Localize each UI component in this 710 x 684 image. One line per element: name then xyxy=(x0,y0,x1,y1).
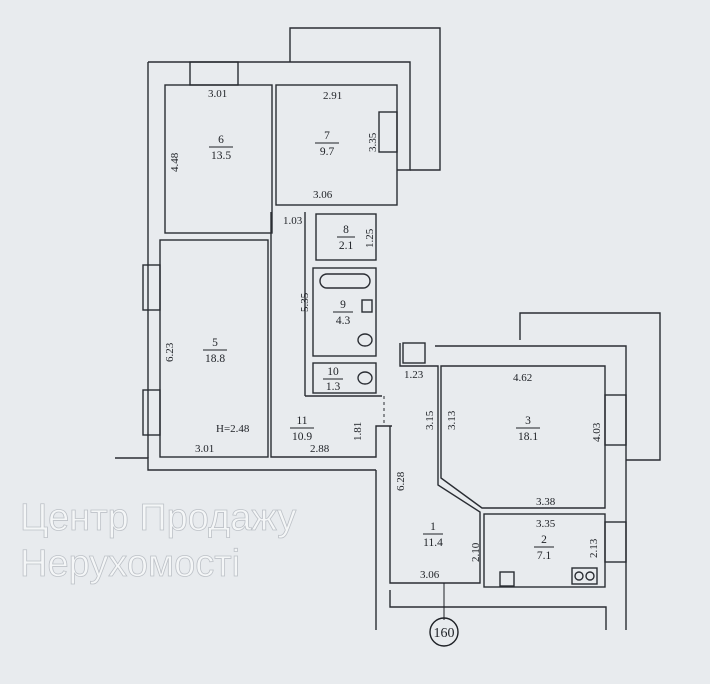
dimension: 3.06 xyxy=(313,189,333,201)
dimension: 3.35 xyxy=(536,518,556,530)
dimension: 2.13 xyxy=(588,538,600,558)
room-10 xyxy=(312,362,377,394)
dimension: 3.35 xyxy=(367,132,379,152)
room-3 xyxy=(440,365,606,509)
room-1 xyxy=(389,343,481,584)
dimension: 3.38 xyxy=(536,496,556,508)
dimension: 6.28 xyxy=(395,471,407,491)
bathtub-icon xyxy=(319,273,371,289)
room-6-number: 6 xyxy=(218,134,224,146)
dimension: 3.01 xyxy=(195,443,214,455)
room-2-number: 2 xyxy=(541,534,547,546)
room-1-number: 1 xyxy=(430,521,436,533)
room-8 xyxy=(315,213,377,261)
dimension: 2.88 xyxy=(310,443,330,455)
room-11-area: 10.9 xyxy=(292,431,312,443)
room-5 xyxy=(159,239,269,458)
sink-icon xyxy=(499,571,515,587)
room-8-area: 2.1 xyxy=(339,240,354,252)
room-9-area: 4.3 xyxy=(336,315,351,327)
room-1-area: 11.4 xyxy=(423,537,443,549)
room-5-area: 18.8 xyxy=(205,353,225,365)
dimension: 3.01 xyxy=(208,88,227,100)
dimension: 1.25 xyxy=(364,228,376,248)
room-7-area: 9.7 xyxy=(320,146,335,158)
room-6-area: 13.5 xyxy=(211,150,231,162)
dimension: 4.48 xyxy=(169,152,181,172)
dimension: 5.35 xyxy=(299,292,311,312)
dimension: 4.62 xyxy=(513,372,532,384)
dimension: 3.15 xyxy=(424,410,436,430)
dimension-labels: 3.01 2.91 4.48 3.35 3.06 1.03 1.25 5.35 … xyxy=(164,88,603,581)
room-8-number: 8 xyxy=(343,224,349,236)
dimension: 6.23 xyxy=(164,342,176,362)
building-number: 160 xyxy=(434,626,455,641)
dimension: 2.91 xyxy=(323,90,342,102)
room-11 xyxy=(270,212,392,458)
room-10-number: 10 xyxy=(327,366,339,378)
room-9 xyxy=(312,267,377,357)
dimension: 1.23 xyxy=(404,369,424,381)
room-11-number: 11 xyxy=(296,415,307,427)
walls xyxy=(115,27,661,630)
dimension: 2.10 xyxy=(470,542,482,562)
watermark: Центр Продажу Нерухомості xyxy=(20,497,297,586)
room-7-number: 7 xyxy=(324,130,330,142)
dimension: 1.81 xyxy=(352,422,364,441)
building-marker: 160 xyxy=(429,583,459,647)
room-2-area: 7.1 xyxy=(537,550,552,562)
dimension: 4.03 xyxy=(591,422,603,442)
ceiling-height: H=2.48 xyxy=(216,423,250,435)
sink-icon xyxy=(361,299,373,313)
room-labels: 1 11.4 2 7.1 3 18.1 5 18.8 6 13.5 7 9.7 … xyxy=(203,130,554,562)
dimension: 3.06 xyxy=(420,569,440,581)
room-9-number: 9 xyxy=(340,299,346,311)
stove-icon xyxy=(571,567,598,585)
toilet-icon xyxy=(357,371,373,385)
dimension: 1.03 xyxy=(283,215,303,227)
room-5-number: 5 xyxy=(212,337,218,349)
room-3-area: 18.1 xyxy=(518,431,538,443)
room-3-number: 3 xyxy=(525,415,531,427)
toilet-icon xyxy=(357,333,373,347)
dimension: 3.13 xyxy=(446,410,458,430)
room-10-area: 1.3 xyxy=(326,381,341,393)
